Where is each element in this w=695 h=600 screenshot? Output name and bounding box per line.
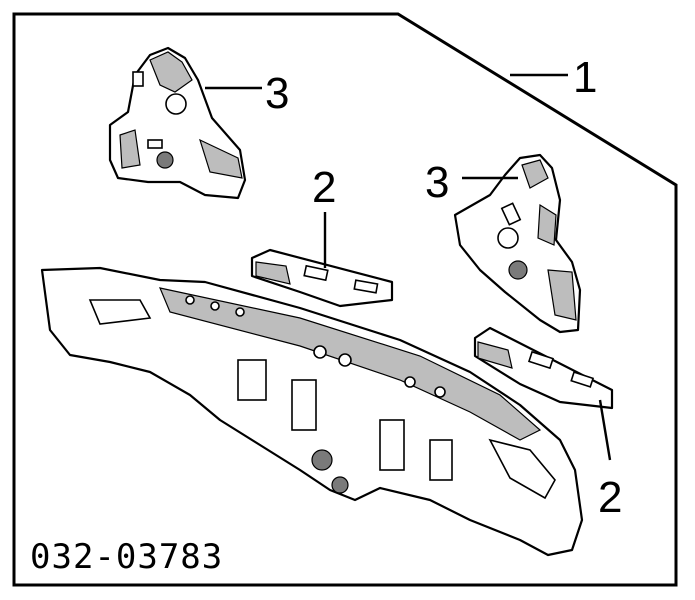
callout-1: 1: [573, 53, 597, 102]
gusset-upper: [250, 212, 394, 308]
diagram-frame: [12, 12, 678, 587]
bracket-left: [108, 46, 262, 200]
rear-panel: [40, 73, 584, 557]
gusset-right: [473, 326, 614, 461]
callout-2-right: 2: [598, 473, 622, 522]
diagram-part-number: 032-03783: [30, 537, 223, 577]
callout-3-left: 3: [265, 69, 289, 118]
bracket-right: [453, 153, 582, 334]
callout-3-right: 3: [425, 158, 449, 207]
callout-2-upper: 2: [312, 163, 336, 212]
